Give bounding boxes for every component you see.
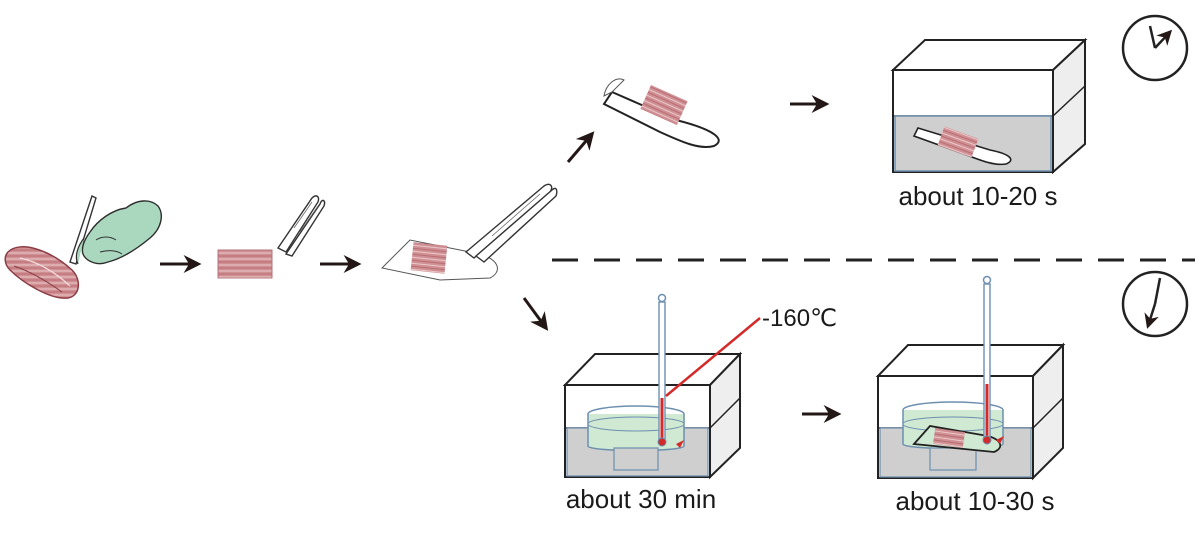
foil-tube-icon xyxy=(602,78,720,148)
temperature-label: -160℃ xyxy=(762,305,837,332)
foil-with-tissue xyxy=(380,239,498,281)
tweezers-icon xyxy=(464,183,558,263)
freezer-box-icon xyxy=(562,351,743,480)
temperature-pointer xyxy=(665,317,761,397)
clock-icon xyxy=(1121,14,1189,82)
top-time-label: about 10-20 s xyxy=(898,181,1057,211)
clock-icon xyxy=(1121,270,1189,338)
bottom-left-time-label: about 30 min xyxy=(566,484,716,514)
arrow-branch-down xyxy=(522,297,549,331)
bottom-right-time-label: about 10-30 s xyxy=(895,486,1054,516)
muscle-tissue-icon xyxy=(4,246,80,299)
gloved-hand-scalpel-icon xyxy=(69,195,162,265)
arrow-branch-up xyxy=(566,131,595,163)
tweezers-icon xyxy=(276,195,326,257)
thermometer-icon xyxy=(982,275,992,445)
freezer-box-icon xyxy=(890,37,1088,175)
tissue-strip xyxy=(217,249,273,279)
thermometer-icon xyxy=(657,293,667,447)
freezer-box-icon xyxy=(875,342,1066,481)
